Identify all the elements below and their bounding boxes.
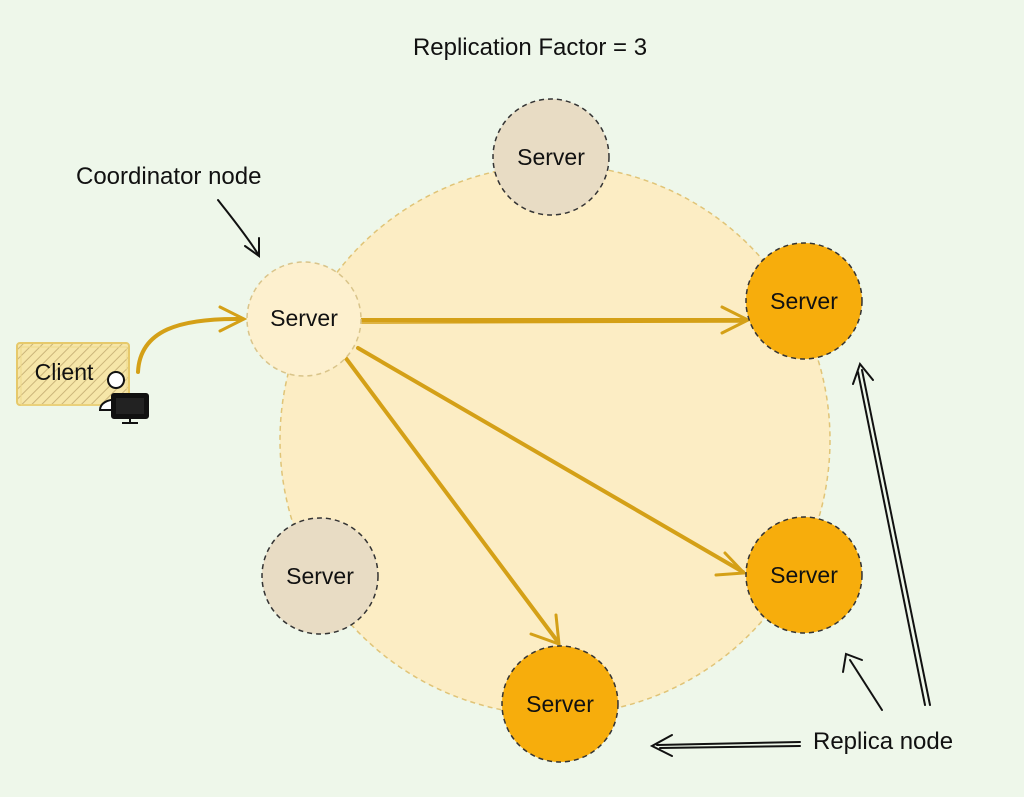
server-node-left-lower[interactable]: Server — [261, 517, 379, 635]
server-label: Server — [770, 288, 838, 314]
client-box[interactable]: Client — [16, 342, 130, 406]
server-label: Server — [770, 562, 838, 588]
server-node-right-lower[interactable]: Server — [745, 516, 863, 634]
client-label: Client — [35, 359, 94, 385]
replication-arrows — [343, 305, 752, 647]
replica-pointer-arrows — [649, 361, 931, 757]
server-label: Server — [517, 144, 585, 170]
diagram-title: Replication Factor = 3 — [413, 34, 647, 61]
user-computer-icon — [98, 371, 149, 424]
coordinator-pointer-arrow — [217, 199, 260, 258]
server-node-coordinator[interactable]: Server — [246, 261, 362, 377]
server-node-top[interactable]: Server — [492, 98, 610, 216]
arrow-to-bottom — [343, 355, 560, 644]
server-node-right-upper[interactable]: Server — [745, 242, 863, 360]
server-label: Server — [270, 305, 338, 331]
server-label: Server — [526, 691, 594, 717]
server-label: Server — [286, 563, 354, 589]
replica-annotation: Replica node — [813, 728, 953, 755]
coordinator-annotation: Coordinator node — [76, 163, 261, 190]
server-node-bottom[interactable]: Server — [501, 645, 619, 763]
client-arrow — [136, 305, 248, 374]
ring — [279, 164, 831, 716]
arrow-to-right-lower — [356, 346, 745, 574]
